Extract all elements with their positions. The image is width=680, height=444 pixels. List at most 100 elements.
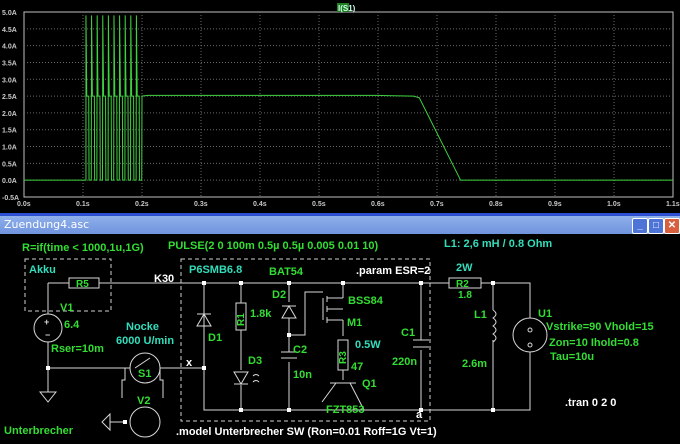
x-tick-label: 0.0s: [17, 201, 31, 208]
spark-gap-u1[interactable]: [512, 317, 548, 353]
y-tick-label: 2.0A: [2, 111, 17, 118]
tran-directive[interactable]: .tran 0 2 0: [565, 397, 616, 409]
switch-lever-icon: [134, 357, 151, 369]
schematic-canvas[interactable]: R5 + − V1 6.4 Rser=10m S1 Nocke 6000 U/m…: [0, 234, 680, 439]
l1-label: L1: [474, 309, 487, 321]
trace-label-bg: [337, 3, 349, 12]
d2-label: D2: [272, 289, 286, 301]
wire-v2: [121, 368, 164, 398]
rpm-label: 6000 U/min: [116, 335, 174, 347]
d3-label: D3: [248, 355, 262, 367]
voltage-source-v1[interactable]: [33, 313, 63, 343]
junction-dots: [46, 281, 495, 424]
r5-label: R5: [76, 279, 89, 290]
x-tick-label: 0.5s: [312, 201, 326, 208]
x-tick-label: 0.2s: [135, 201, 149, 208]
electrode-icon: [527, 342, 533, 348]
k30-label: K30: [154, 273, 174, 285]
window-title: Zuendung4.asc: [4, 218, 90, 231]
y-tick-label: 3.0A: [2, 77, 17, 84]
schematic-window-titlebar[interactable]: Zuendung4.asc _ □ ✕: [0, 216, 680, 234]
resistor-r3[interactable]: [337, 339, 349, 371]
r1-value: 1.8k: [250, 308, 272, 320]
node-x-label: x: [186, 357, 193, 369]
y-tick-label: 1.0A: [2, 145, 17, 152]
bat54-label: BAT54: [269, 266, 304, 278]
trace-label[interactable]: I(S1): [338, 4, 356, 13]
close-button[interactable]: ✕: [664, 218, 680, 234]
ground-icon-v2: [101, 412, 111, 432]
x-tick-label: 1.0s: [607, 201, 621, 208]
pane-separator[interactable]: [0, 213, 680, 217]
x-tick-label: 0.3s: [194, 201, 208, 208]
model-directive[interactable]: .model Unterbrecher SW (Ron=0.01 Roff=1G…: [176, 426, 437, 438]
electrode-icon: [527, 327, 533, 333]
c1-value: 220n: [392, 356, 417, 368]
plot-frame: [23, 11, 674, 198]
v1-rser: Rser=10m: [51, 343, 104, 355]
x-tick-label: 0.7s: [430, 201, 444, 208]
minimize-button[interactable]: _: [632, 218, 648, 234]
r3-value: 47: [351, 361, 363, 373]
pulse-directive[interactable]: PULSE(2 0 100m 0.5µ 0.5µ 0.005 0.01 10): [168, 240, 379, 252]
node-a-label: a: [416, 409, 423, 421]
ground-icon: [38, 391, 58, 403]
x-tick-label: 0.8s: [489, 201, 503, 208]
c1-label: C1: [401, 327, 415, 339]
capacitor-c2[interactable]: [281, 351, 297, 359]
schematic-svg[interactable]: R5 + − V1 6.4 Rser=10m S1 Nocke 6000 U/m…: [0, 234, 680, 439]
y-tick-label: 1.5A: [2, 128, 17, 135]
module-box: [180, 258, 431, 422]
v1-value: 6.4: [64, 319, 80, 331]
diode-d2[interactable]: [281, 305, 297, 319]
voltage-source-v2[interactable]: [129, 406, 161, 438]
x-tick-label: 0.1s: [76, 201, 90, 208]
r3-power-label: 0.5W: [355, 339, 381, 351]
transistor-q1[interactable]: [321, 382, 365, 411]
m1-label: M1: [347, 317, 362, 329]
fzt853-label: FZT853: [326, 404, 365, 416]
u1-label: U1: [538, 308, 552, 320]
d1-label: D1: [208, 332, 222, 344]
mosfet-m1[interactable]: [322, 296, 343, 323]
resistor-r2[interactable]: [448, 277, 482, 289]
plus-icon: +: [44, 317, 49, 327]
resistor-expr-directive[interactable]: R=if(time < 1000,1u,1G): [22, 242, 144, 254]
unterbrecher-label: Unterbrecher: [4, 425, 74, 437]
q1-label: Q1: [362, 378, 377, 390]
y-tick-label: 2.5A: [2, 94, 17, 101]
resistor-r5[interactable]: [68, 277, 100, 289]
coil-note[interactable]: L1: 2,6 mH / 0.8 Ohm: [444, 238, 552, 250]
waveform-plot[interactable]: 5.0A4.5A4.0A3.5A3.0A2.5A2.0A1.5A1.0A0.5A…: [0, 0, 680, 213]
u1-param-2: Zon=10 Ihold=0.8: [549, 337, 639, 349]
u1-param-1: Vstrike=90 Vhold=15: [546, 321, 654, 333]
capacitor-c1[interactable]: [413, 339, 429, 348]
y-axis-ticks: 5.0A4.5A4.0A3.5A3.0A2.5A2.0A1.5A1.0A0.5A…: [2, 10, 19, 202]
r3-label: R3: [338, 351, 349, 364]
diode-d1[interactable]: [196, 313, 212, 327]
led-d3[interactable]: [233, 371, 249, 385]
p6smb-label: P6SMB6.8: [189, 264, 242, 276]
switch-s1[interactable]: [129, 352, 161, 384]
trace-i-s1[interactable]: [24, 15, 673, 181]
plot-grid: [23, 11, 674, 198]
r2-value: 1.8: [458, 290, 472, 301]
c2-label: C2: [293, 344, 307, 356]
y-tick-label: 5.0A: [2, 10, 17, 17]
y-tick-label: 0.0A: [2, 178, 17, 185]
light-emission-icon: [252, 374, 260, 383]
resistor-r1[interactable]: [235, 302, 247, 331]
x-tick-label: 1.1s: [666, 201, 680, 208]
u1-param-3: Tau=10u: [550, 351, 594, 363]
x-tick-label: 0.4s: [253, 201, 267, 208]
maximize-button[interactable]: □: [648, 218, 664, 234]
inductor-l1[interactable]: [492, 309, 497, 343]
wire-gate: [289, 291, 323, 336]
param-directive[interactable]: .param ESR=2: [356, 265, 430, 277]
c2-value: 10n: [293, 369, 312, 381]
v1-label: V1: [60, 302, 73, 314]
y-tick-label: 3.5A: [2, 60, 17, 67]
l1-value: 2.6m: [462, 358, 487, 370]
